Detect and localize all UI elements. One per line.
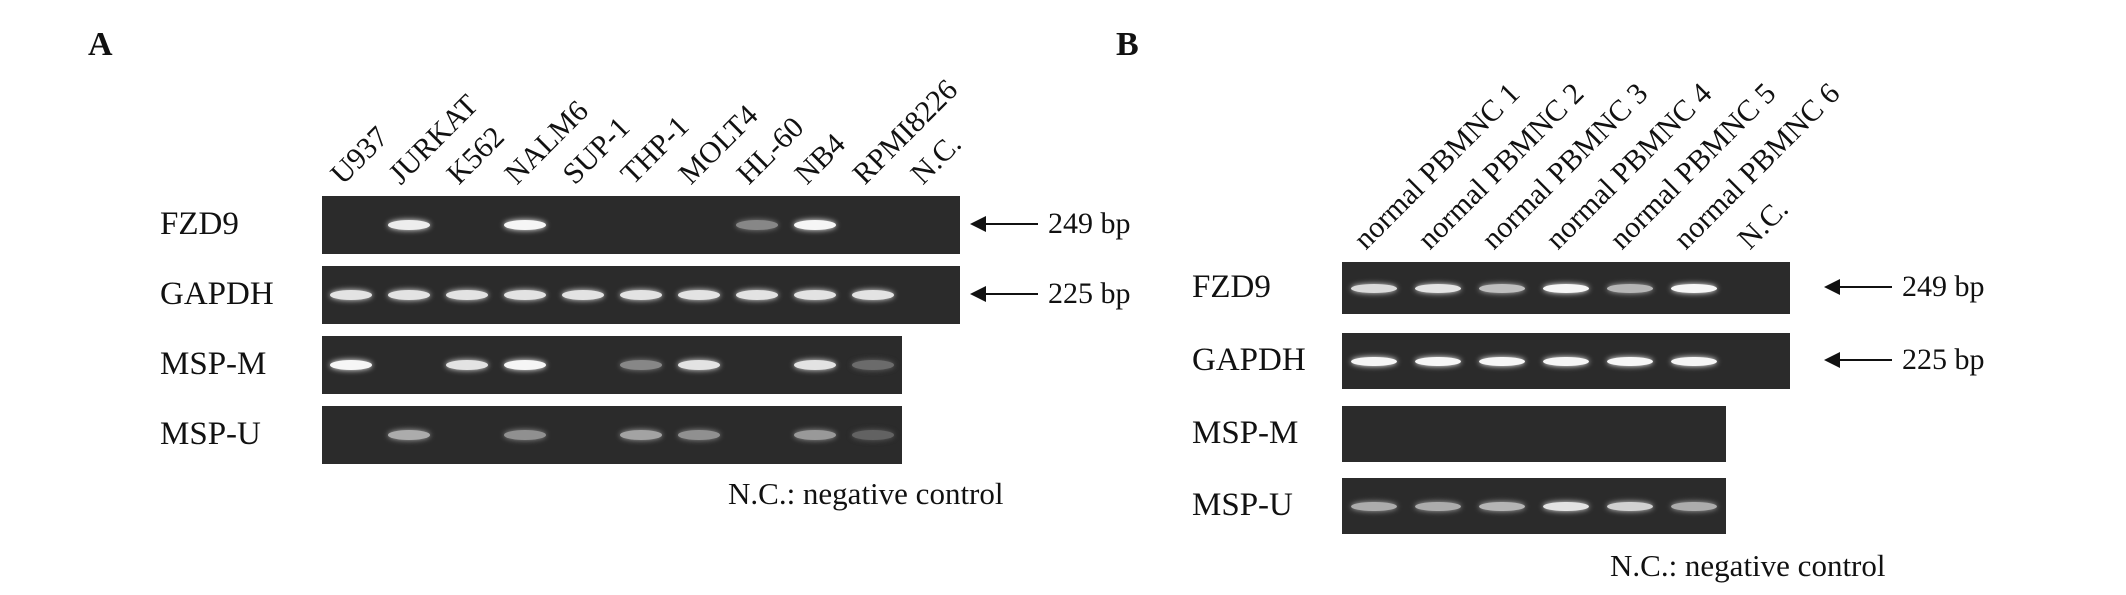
arrow-left-icon — [1824, 352, 1892, 368]
gel-band — [794, 290, 836, 301]
gel-band — [1670, 501, 1718, 512]
gel-strip — [322, 406, 902, 464]
size-marker-label: 249 bp — [1048, 207, 1131, 240]
panel-a-note: N.C.: negative control — [728, 476, 1004, 511]
gel-band — [1350, 356, 1398, 367]
gel-row-label: FZD9 — [160, 206, 239, 242]
gel-band — [736, 220, 778, 231]
panel-b-note: N.C.: negative control — [1610, 548, 1886, 583]
gel-band — [620, 360, 662, 371]
lane-label: U937 — [324, 120, 395, 191]
gel-band — [446, 360, 488, 371]
gel-band — [562, 290, 604, 301]
gel-band — [794, 430, 836, 441]
gel-band — [504, 430, 546, 441]
gel-band — [620, 290, 662, 301]
gel-strip — [322, 266, 960, 324]
size-marker-label: 225 bp — [1902, 343, 1985, 376]
gel-band — [678, 430, 720, 441]
size-marker: 249 bp — [1824, 270, 1985, 304]
gel-band — [794, 220, 836, 231]
gel-band — [388, 430, 430, 441]
size-marker: 225 bp — [970, 277, 1131, 311]
gel-strip — [322, 196, 960, 254]
gel-band — [1414, 501, 1462, 512]
gel-band — [330, 290, 372, 301]
gel-band — [620, 430, 662, 441]
gel-band — [504, 290, 546, 301]
arrow-left-icon — [970, 286, 1038, 302]
gel-row-label: FZD9 — [1192, 269, 1271, 305]
gel-band — [1414, 283, 1462, 293]
gel-strip — [1342, 406, 1726, 462]
gel-band — [1542, 356, 1590, 367]
gel-band — [1414, 356, 1462, 367]
gel-strip — [1342, 478, 1726, 534]
gel-row-label: GAPDH — [1192, 342, 1306, 378]
gel-band — [852, 360, 894, 371]
gel-band — [1606, 356, 1654, 367]
gel-strip — [1342, 262, 1790, 314]
gel-row-label: MSP-M — [160, 346, 267, 382]
gel-band — [1670, 356, 1718, 367]
gel-band — [1478, 501, 1526, 512]
gel-band — [388, 220, 430, 231]
arrow-left-icon — [1824, 279, 1892, 295]
gel-band — [1606, 501, 1654, 512]
gel-row-label: MSP-U — [160, 416, 261, 452]
gel-band — [1478, 283, 1526, 293]
gel-band — [852, 430, 894, 441]
gel-band — [678, 360, 720, 371]
gel-row-label: MSP-M — [1192, 415, 1299, 451]
gel-band — [1542, 283, 1590, 293]
gel-band — [504, 220, 546, 231]
gel-band — [736, 290, 778, 301]
gel-band — [446, 290, 488, 301]
gel-band — [1542, 501, 1590, 512]
gel-band — [388, 290, 430, 301]
gel-row-label: GAPDH — [160, 276, 274, 312]
gel-band — [852, 290, 894, 301]
arrow-left-icon — [970, 216, 1038, 232]
gel-band — [504, 360, 546, 371]
gel-band — [1670, 283, 1718, 293]
gel-band — [678, 290, 720, 301]
size-marker-label: 249 bp — [1902, 270, 1985, 303]
panel-a-letter: A — [88, 26, 113, 63]
gel-strip — [1342, 333, 1790, 389]
gel-row-label: MSP-U — [1192, 487, 1293, 523]
size-marker: 225 bp — [1824, 343, 1985, 377]
gel-band — [1478, 356, 1526, 367]
gel-band — [330, 360, 372, 371]
gel-band — [1606, 283, 1654, 293]
size-marker-label: 225 bp — [1048, 277, 1131, 310]
size-marker: 249 bp — [970, 207, 1131, 241]
gel-band — [1350, 501, 1398, 512]
gel-band — [1350, 283, 1398, 293]
gel-band — [794, 360, 836, 371]
gel-strip — [322, 336, 902, 394]
panel-b-letter: B — [1116, 26, 1139, 63]
